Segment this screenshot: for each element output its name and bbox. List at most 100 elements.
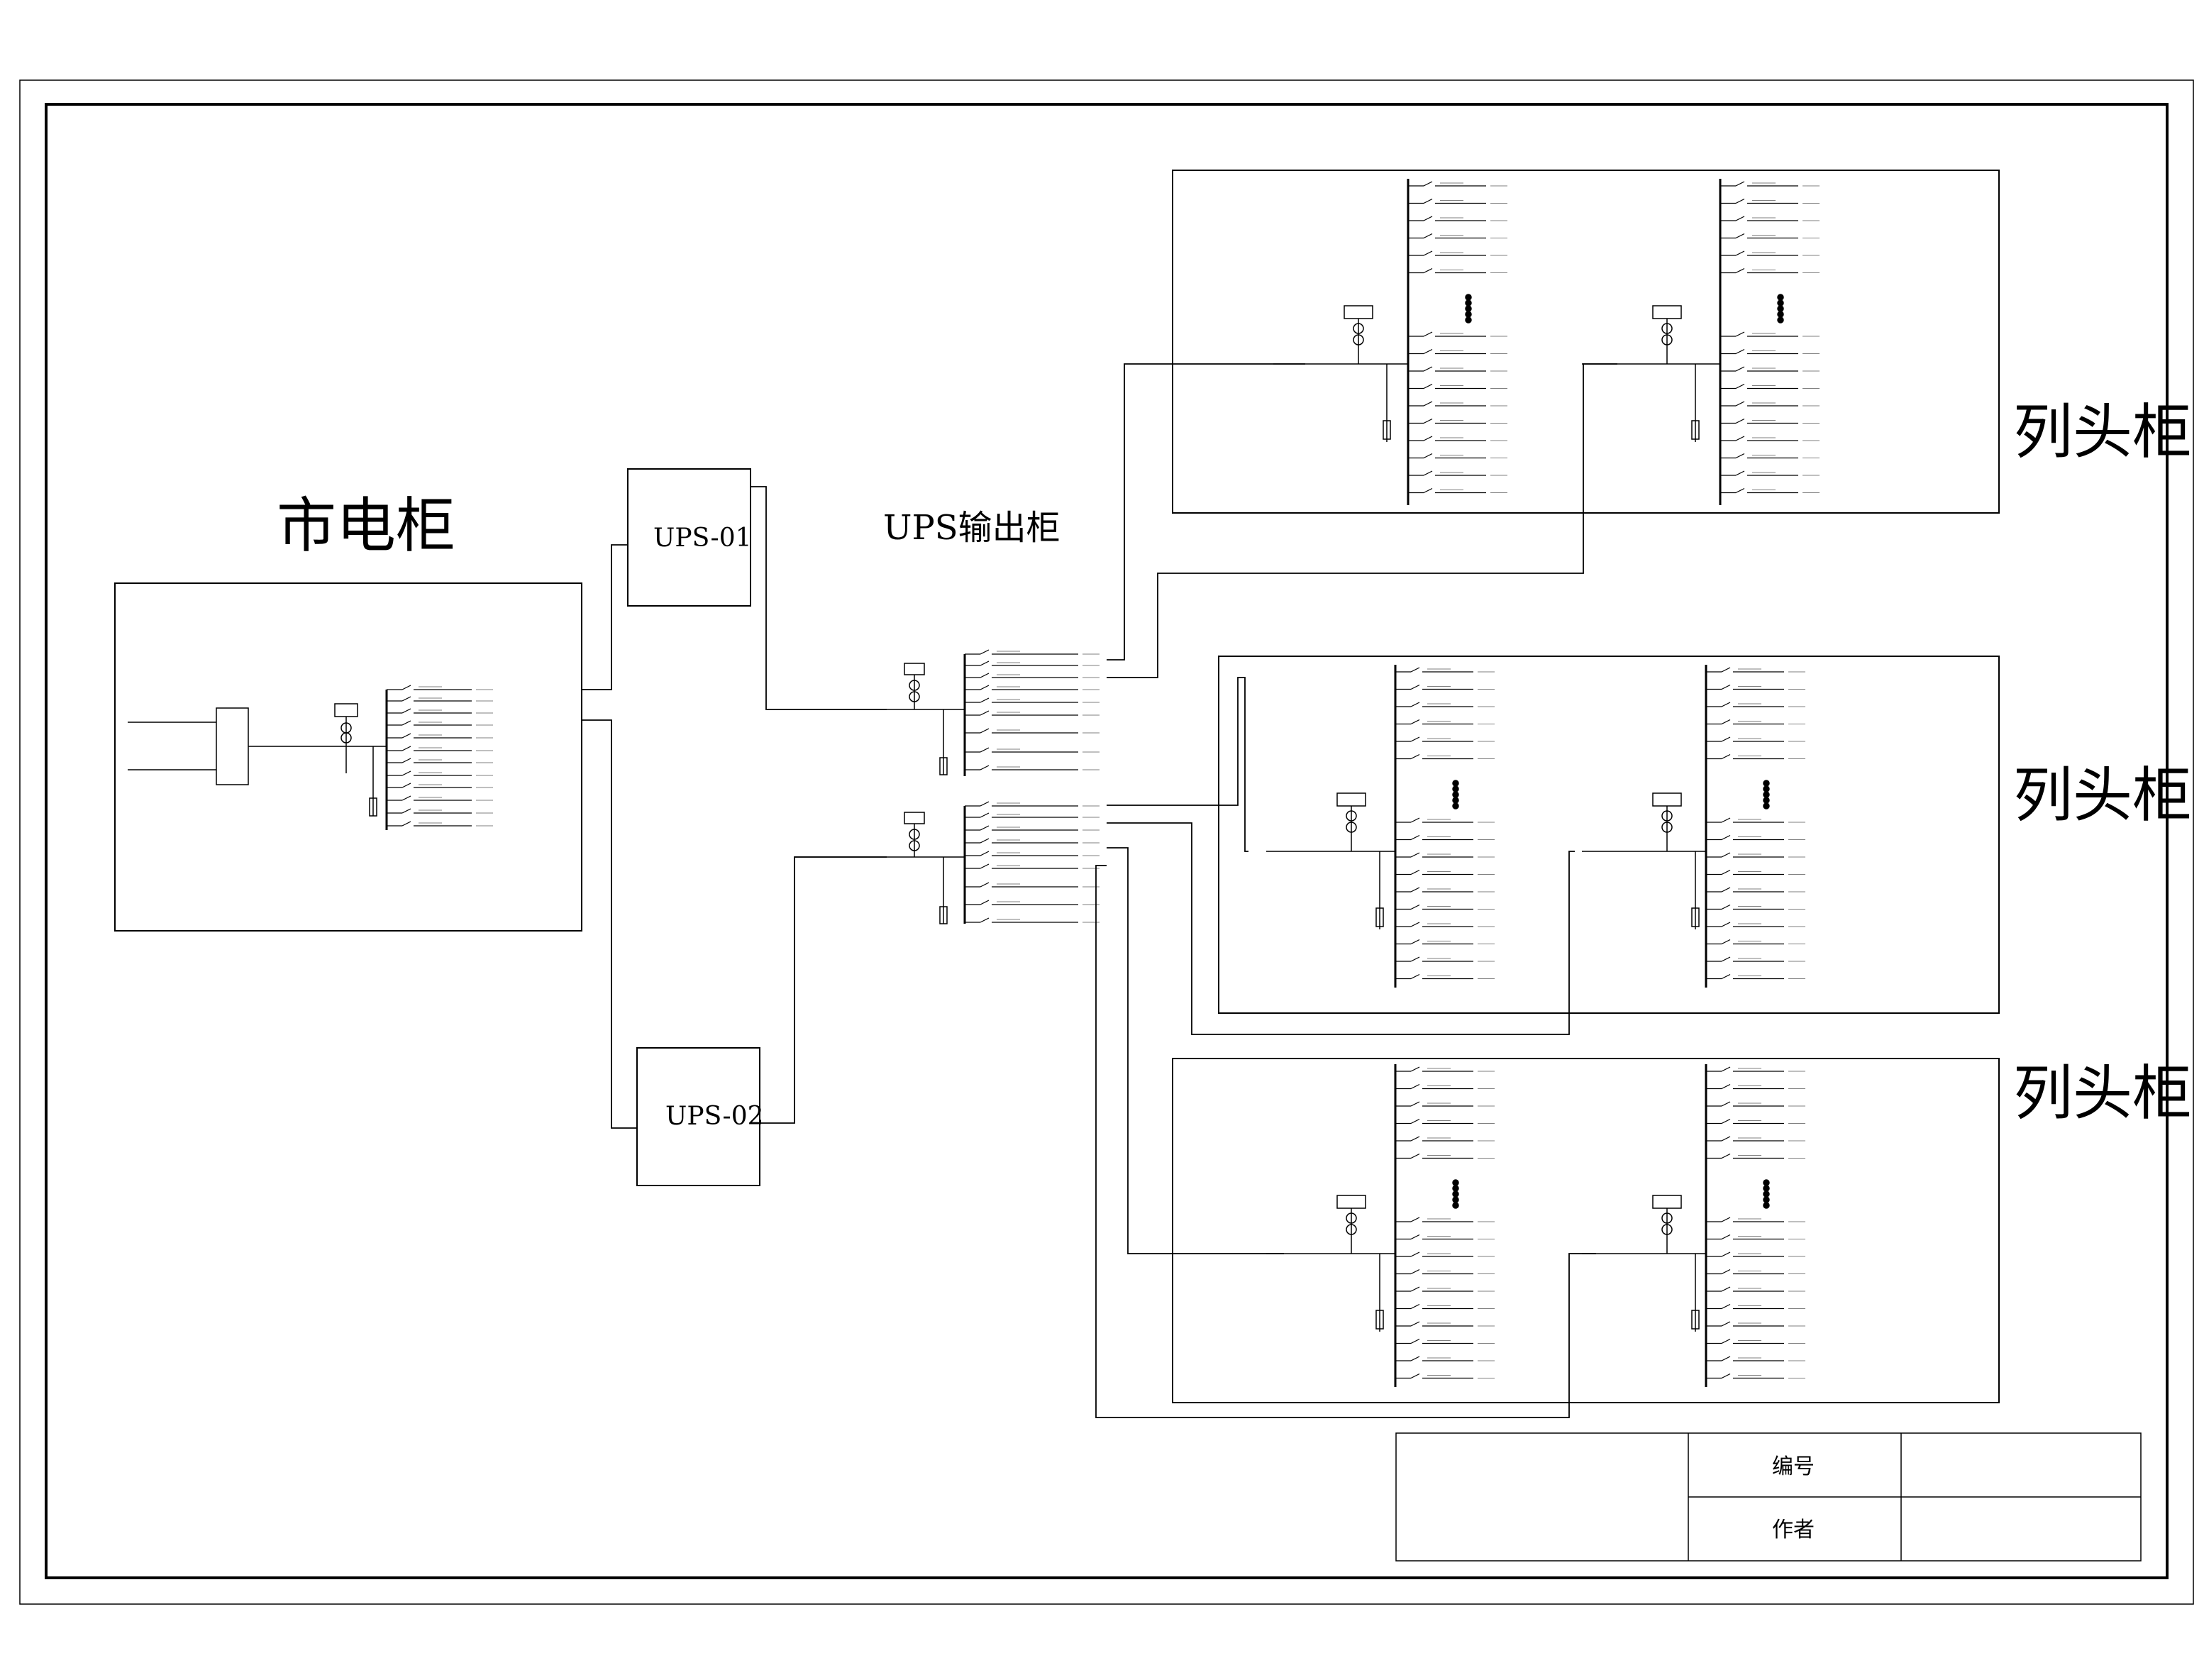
breaker-contact: [980, 863, 990, 869]
row-head-cabinet-title-2: 列头柜: [2013, 761, 2192, 830]
branch-circuit: [965, 649, 1100, 655]
breaker-contact: [1410, 1338, 1420, 1344]
branch-circuit: [1408, 470, 1507, 476]
branch-circuit: [965, 661, 1100, 666]
row-head-panel: [1266, 665, 1495, 988]
branch-circuit: [1706, 834, 1805, 841]
branch-circuit: [1706, 1338, 1805, 1344]
breaker-contact: [1410, 1251, 1420, 1257]
branch-circuit: [1706, 753, 1805, 760]
breaker-contact: [1410, 817, 1420, 823]
branch-circuit: [965, 685, 1100, 690]
breaker-contact: [1410, 1066, 1420, 1072]
branch-circuit: [1706, 922, 1805, 927]
breaker-contact: [1423, 267, 1433, 274]
branch-circuit: [1706, 1118, 1805, 1124]
branch-circuit: [965, 710, 1100, 716]
branch-circuit: [965, 697, 1100, 703]
breaker-contact: [1423, 181, 1433, 187]
branch-circuit: [1408, 216, 1507, 221]
breaker-contact: [1721, 1083, 1731, 1090]
branch-circuit: [1408, 453, 1507, 459]
breaker-contact: [1423, 233, 1433, 239]
branch-circuit: [1395, 1066, 1495, 1072]
ups-02-box: [636, 1047, 760, 1186]
branch-circuit: [1720, 470, 1820, 476]
continuation-dot: [1777, 316, 1784, 324]
branch-circuit: [1395, 1083, 1495, 1090]
continuation-dot: [1777, 311, 1784, 318]
breaker-contact: [1423, 250, 1433, 256]
continuation-dot: [1763, 797, 1770, 804]
branch-circuit: [1706, 1066, 1805, 1072]
branch-circuit: [1395, 834, 1495, 841]
breaker-contact: [1721, 939, 1731, 945]
branch-circuit: [1408, 487, 1507, 494]
breaker-contact: [1721, 702, 1731, 707]
branch-circuit: [1706, 869, 1805, 875]
breaker-contact: [1410, 719, 1420, 725]
branch-circuit: [1720, 250, 1820, 256]
branch-circuit: [1395, 939, 1495, 945]
continuation-dot: [1452, 791, 1459, 798]
breaker-contact: [1721, 852, 1731, 858]
branch-circuit: [1408, 436, 1507, 441]
branch-circuit: [1408, 366, 1507, 372]
branch-circuit: [965, 765, 1100, 770]
branch-circuit: [387, 795, 493, 801]
outer-border: [19, 79, 2194, 1605]
branch-circuit: [1706, 1217, 1805, 1222]
branch-circuit: [1395, 1251, 1495, 1257]
branch-circuit: [1706, 719, 1805, 725]
panel-meter: [1652, 1195, 1682, 1209]
breaker-contact: [1735, 348, 1745, 355]
row-head-cabinet-title-1: 列头柜: [2013, 397, 2192, 467]
ups-output-section-2: [794, 806, 966, 924]
title-block-number-label: 编号: [1772, 1454, 1815, 1479]
inner-border: [45, 103, 2169, 1579]
surge-protector: [1691, 907, 1700, 927]
breaker-contact: [402, 720, 411, 726]
branch-circuit: [1706, 1269, 1805, 1275]
breaker-contact: [1410, 956, 1420, 962]
breaker-contact: [1735, 198, 1745, 204]
branch-circuit: [1720, 216, 1820, 221]
breaker-contact: [1410, 1083, 1420, 1090]
breaker-contact: [1410, 887, 1420, 892]
branch-circuit: [1706, 1083, 1805, 1090]
title-block: [1395, 1432, 2142, 1562]
surge-protector: [1691, 1310, 1700, 1330]
branch-circuit: [1395, 684, 1495, 690]
breaker-contact: [980, 747, 990, 753]
breaker-contact: [1735, 366, 1745, 372]
branch-circuit: [965, 851, 1100, 856]
branch-circuit: [1395, 1373, 1495, 1379]
breaker-contact: [980, 838, 990, 844]
branch-circuit: [1408, 233, 1507, 239]
branch-circuit: [1395, 1269, 1495, 1275]
branch-circuit: [1720, 198, 1820, 204]
breaker-contact: [1410, 702, 1420, 707]
breaker-contact: [980, 851, 990, 856]
branch-circuit: [1720, 401, 1820, 407]
continuation-dot: [1452, 797, 1459, 804]
branch-circuit: [965, 863, 1100, 869]
breaker-contact: [1410, 1217, 1420, 1222]
row-head-cabinet-frame-1: [1172, 170, 2000, 514]
breaker-contact: [1721, 667, 1731, 673]
panel-meter: [1336, 1195, 1366, 1209]
branch-circuit: [1408, 198, 1507, 204]
breaker-contact: [1410, 1118, 1420, 1124]
branch-circuit: [1395, 973, 1495, 980]
breaker-contact: [1410, 852, 1420, 858]
branch-circuit: [1395, 1217, 1495, 1222]
breaker-contact: [980, 900, 990, 905]
branch-circuit: [1706, 939, 1805, 945]
branch-circuit: [1706, 887, 1805, 892]
branch-circuit: [1720, 267, 1820, 274]
branch-circuit: [1706, 702, 1805, 707]
branch-circuit: [1720, 436, 1820, 441]
row-head-panel: [1582, 665, 1805, 988]
breaker-contact: [1410, 939, 1420, 945]
title-block-author-label: 作者: [1772, 1518, 1815, 1542]
